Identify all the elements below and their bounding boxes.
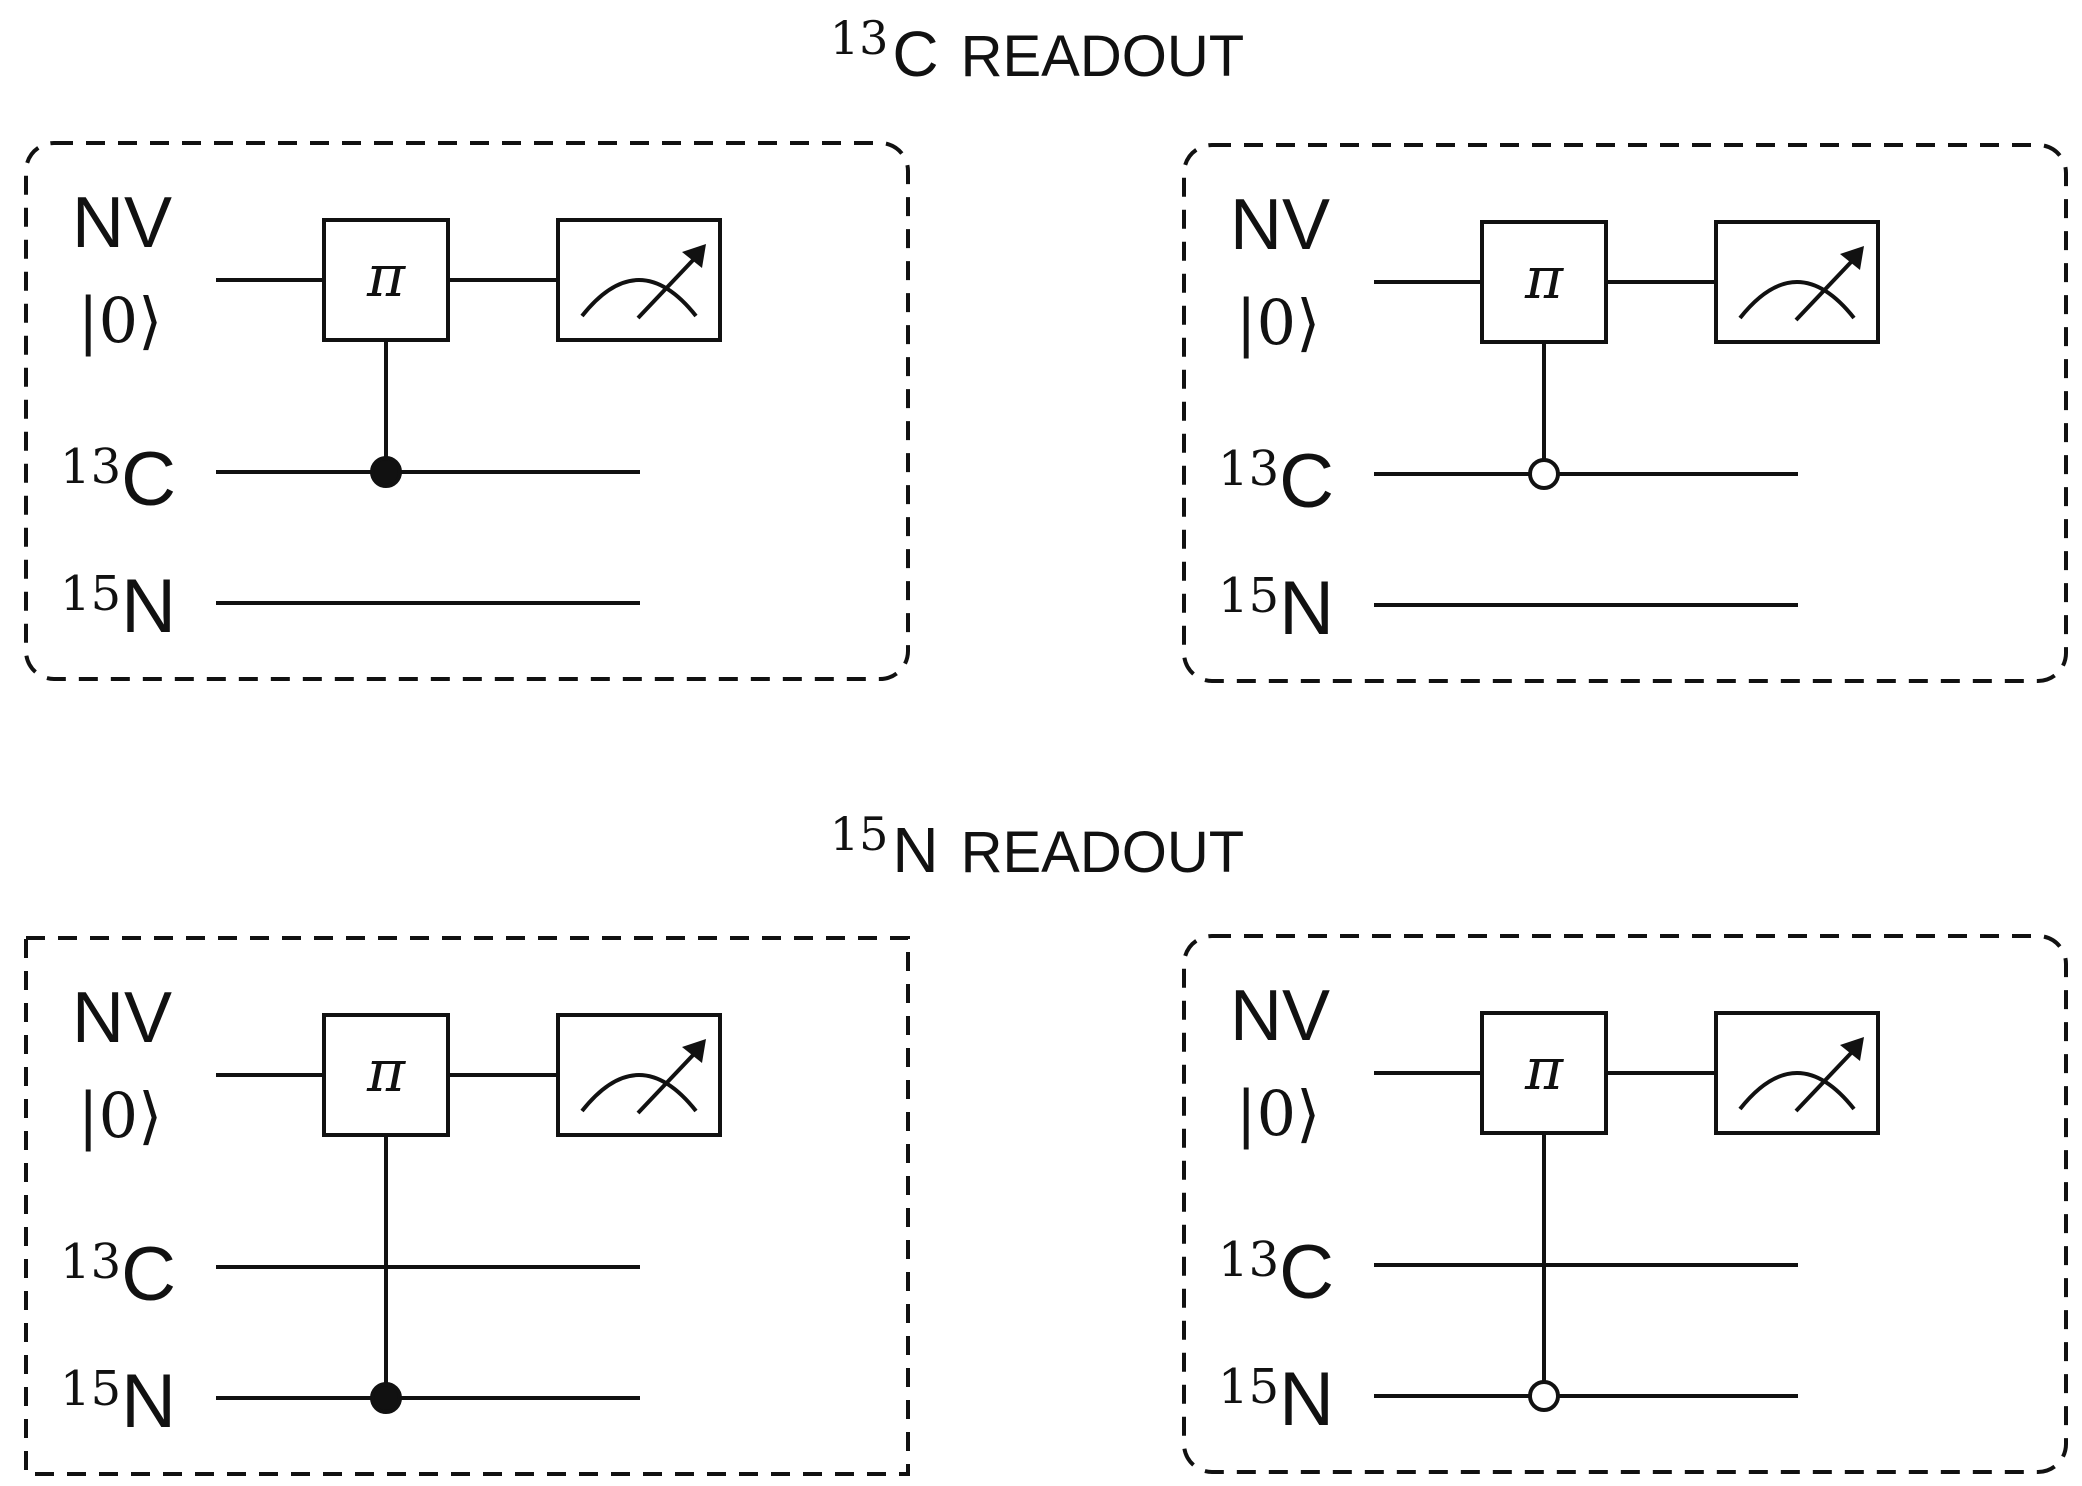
n15-label-main: N <box>1279 1357 1334 1442</box>
dashed-frame <box>24 936 910 1476</box>
nv-label: NV <box>1230 185 1330 265</box>
measurement-meter-icon <box>556 218 722 342</box>
open-control-dot <box>1528 458 1560 490</box>
n15-label: 15N <box>1218 566 1334 651</box>
nv-label: NV <box>1230 976 1330 1056</box>
measurement-meter-icon <box>1714 1011 1880 1135</box>
pi-gate <box>1480 220 1608 344</box>
nv-state-label: |0⟩ <box>78 284 163 357</box>
c13-label-sup: 13 <box>60 439 121 495</box>
measurement-meter-icon <box>556 1013 722 1137</box>
c13-label-main: C <box>1279 439 1334 524</box>
section-title-15n: 15 N READOUT <box>830 807 1244 886</box>
n15-label-sup: 15 <box>1218 568 1279 624</box>
pi-gate-label: π <box>1524 1035 1564 1103</box>
n15-label-main: N <box>121 1359 176 1444</box>
c13-label: 13C <box>60 1232 176 1317</box>
nv-state-label: |0⟩ <box>78 1079 163 1152</box>
n15-label: 15N <box>60 1359 176 1444</box>
nv-state-label: |0⟩ <box>1236 1077 1321 1150</box>
nv-label: NV <box>72 183 172 263</box>
n15-label: 15N <box>60 564 176 649</box>
c13-label-main: C <box>121 1232 176 1317</box>
n15-label: 15N <box>1218 1357 1334 1442</box>
open-control-dot <box>1528 1380 1560 1412</box>
dashed-frame <box>1182 143 2068 683</box>
dashed-frame <box>24 141 910 681</box>
c13-label: 13C <box>1218 1230 1334 1315</box>
c13-label-main: C <box>121 437 176 522</box>
pi-gate-label: π <box>366 242 406 310</box>
n15-label-main: N <box>1279 566 1334 651</box>
pi-gate <box>322 1013 450 1137</box>
nv-state-label: |0⟩ <box>1236 286 1321 359</box>
n15-label-sup: 15 <box>60 566 121 622</box>
c13-label-sup: 13 <box>1218 1232 1279 1288</box>
pi-gate <box>322 218 450 342</box>
n15-label-main: N <box>121 564 176 649</box>
c13-label-sup: 13 <box>1218 441 1279 497</box>
c13-label-main: C <box>1279 1230 1334 1315</box>
pi-gate-label: π <box>1524 244 1564 312</box>
nv-label: NV <box>72 978 172 1058</box>
n15-label-sup: 15 <box>60 1361 121 1417</box>
pi-gate <box>1480 1011 1608 1135</box>
dashed-frame <box>1182 934 2068 1474</box>
filled-control-dot <box>370 1382 402 1414</box>
c13-label: 13C <box>1218 439 1334 524</box>
section-title-13c: 13 C READOUT <box>830 11 1244 90</box>
measurement-meter-icon <box>1714 220 1880 344</box>
c13-label: 13C <box>60 437 176 522</box>
n15-label-sup: 15 <box>1218 1359 1279 1415</box>
filled-control-dot <box>370 456 402 488</box>
pi-gate-label: π <box>366 1037 406 1105</box>
c13-label-sup: 13 <box>60 1234 121 1290</box>
